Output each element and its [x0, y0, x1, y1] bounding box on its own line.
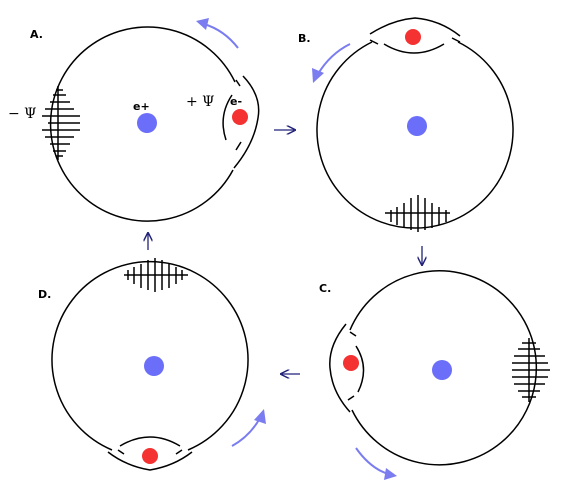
panel-c-orbit: [349, 270, 538, 466]
panel-a-minus-psi: − Ψ: [8, 106, 36, 122]
panel-b-electron: [405, 29, 421, 45]
panel-a-electron: [232, 109, 248, 125]
panel-b: B.: [298, 17, 514, 232]
panel-b-rotation-arrow-icon: [312, 43, 351, 83]
panel-a-positron: [137, 113, 157, 133]
panel-a-bump: [233, 75, 260, 169]
panel-b-orbit: [316, 41, 514, 229]
panel-a-rotation-arrow-icon: [196, 18, 239, 49]
panel-a-positron-label: e+: [133, 100, 150, 113]
panel-a-tick-1: [235, 79, 241, 87]
panel-c-electron: [343, 355, 359, 371]
panel-a-wave-packet: [42, 86, 80, 160]
panel-d: D.: [38, 258, 266, 471]
panel-d-orbit: [51, 260, 249, 451]
panel-c-positron: [432, 360, 452, 380]
panel-d-bump: [107, 451, 193, 471]
panel-d-bump-inner: [119, 436, 181, 447]
panel-a: A. − Ψ + Ψ e+ e-: [8, 18, 260, 222]
panel-d-positron: [144, 356, 164, 376]
panel-a-orbit: [49, 26, 236, 222]
panel-b-wave-packet: [385, 195, 450, 232]
panel-c-wave-packet: [512, 338, 550, 402]
panel-d-label: D.: [38, 288, 51, 301]
panel-c-bump: [329, 323, 351, 413]
panel-c-bump-inner: [355, 345, 365, 393]
panel-d-wave-packet: [124, 258, 188, 292]
panel-a-bump-inner: [222, 94, 233, 141]
panel-a-electron-label: e-: [230, 95, 242, 108]
panel-a-tick-2: [235, 141, 242, 151]
panel-c-rotation-arrow-icon: [355, 447, 397, 480]
panel-b-bump: [369, 17, 461, 37]
panel-d-rotation-arrow-icon: [231, 409, 266, 447]
panel-d-electron: [142, 448, 158, 464]
panel-b-label: B.: [298, 32, 311, 45]
panel-c-label: C.: [319, 282, 331, 295]
panel-b-bump-inner: [383, 43, 445, 54]
panel-c: C.: [319, 270, 550, 480]
panel-a-plus-psi: + Ψ: [186, 94, 214, 110]
panel-b-positron: [407, 116, 427, 136]
panel-a-label: A.: [30, 28, 43, 41]
